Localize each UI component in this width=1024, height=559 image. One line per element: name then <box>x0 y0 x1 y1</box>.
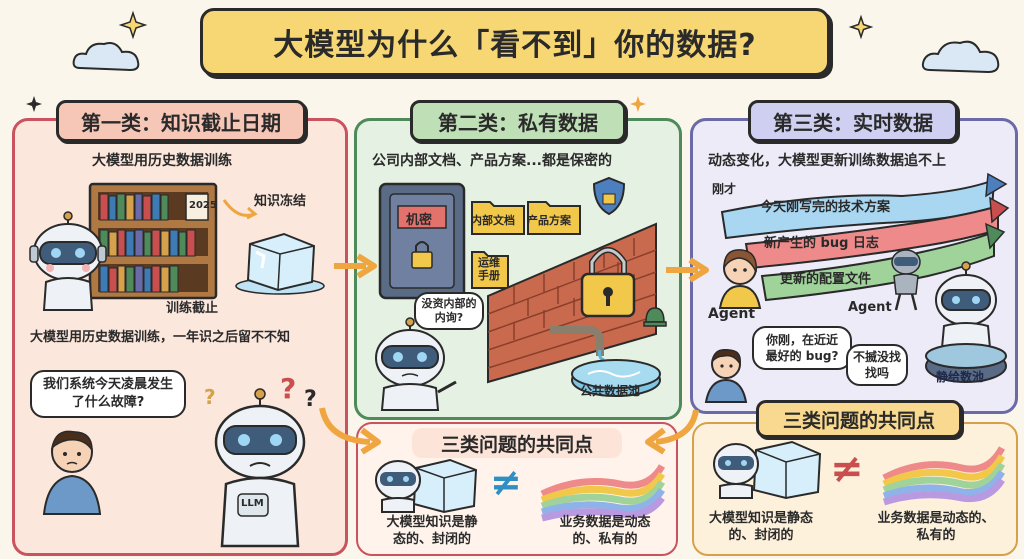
rainbow-stream-icon <box>882 446 1006 506</box>
panel2-tag: 第二类：私有数据 <box>410 100 626 142</box>
folder-label-ops: 运维手册 <box>478 256 500 282</box>
padlock-icon <box>580 247 636 318</box>
data-pool-icon <box>571 359 661 397</box>
year-label: 2025 <box>189 200 217 211</box>
user-avatar-icon <box>42 430 102 515</box>
not-equal-sign: ≠ <box>490 460 522 504</box>
folder-icon <box>471 201 525 235</box>
svg-text:?: ? <box>280 372 296 405</box>
cloud-icon <box>921 40 1000 74</box>
sparkle-icon <box>630 96 646 112</box>
agent-label-left: Agent <box>708 306 756 322</box>
robot-question-bubble: 没资内部的内询? <box>414 292 484 330</box>
common-right-static-caption: 大模型知识是静态的、封闭的 <box>708 511 813 543</box>
ice-cube-icon <box>235 232 325 295</box>
folder-label-internal: 内部文档 <box>471 214 515 227</box>
svg-text:?: ? <box>204 385 216 409</box>
stream-label-config: 更新的配置文件 <box>780 272 872 287</box>
safe-label: 机密 <box>406 213 433 228</box>
folder-icon <box>471 251 509 289</box>
arrow-right-icon <box>666 257 709 283</box>
stream-label-bug-log: 新产生的 bug 日志 <box>764 236 879 251</box>
shield-icon <box>592 176 626 216</box>
panel1-subtitle: 大模型用历史数据训练 <box>92 153 232 169</box>
bookshelf-icon <box>88 182 218 300</box>
folder-label-product: 产品方案 <box>527 214 571 227</box>
robot-icon <box>29 211 107 311</box>
common-left-dynamic-caption: 业务数据是动态的、私有的 <box>559 515 651 547</box>
safe-icon <box>378 182 466 300</box>
star-icon <box>118 10 148 40</box>
common-right-dynamic-caption: 业务数据是动态的、私有的 <box>877 511 995 543</box>
curved-arrow-icon <box>319 407 381 455</box>
panel1-caption: 大模型用历史数据训练，一年识之后留不不知 <box>30 330 291 345</box>
agent-label-right: Agent <box>848 300 892 315</box>
panel2-subtitle: 公司内部文档、产品方案...都是保密的 <box>372 153 612 169</box>
confused-robot-icon: ? ? ? <box>204 372 317 548</box>
common-right-tag: 三类问题的共同点 <box>756 400 962 438</box>
stream-label-tech-plan: 今天刚写完的技术方案 <box>760 200 891 215</box>
robot-icon <box>891 249 921 311</box>
page-title: 大模型为什么「看不到」你的数据? <box>273 28 757 63</box>
static-pool-label: 静给数池 <box>936 370 985 384</box>
user-question-bubble: 我们系统今天凌晨发生了什么故障? <box>30 370 186 418</box>
panel3-tag: 第三类：实时数据 <box>748 100 958 142</box>
panel1-tag: 第一类：知识截止日期 <box>56 100 306 142</box>
star-icon <box>848 14 874 40</box>
user-avatar-icon <box>704 349 748 403</box>
curved-arrow-icon <box>645 409 699 455</box>
user-avatar-icon <box>718 249 762 309</box>
robot-ice-icon <box>713 440 822 500</box>
agent-question-bubble: 你刚，在近近最好的 bug? <box>752 326 852 370</box>
robot-badge: LLM <box>241 498 264 509</box>
common-left-tag: 三类问题的共同点 <box>412 428 622 458</box>
common-left-static-caption: 大模型知识是静态的、封闭的 <box>386 515 478 547</box>
curved-arrow-icon <box>222 199 258 220</box>
sparkle-icon <box>26 96 42 112</box>
not-equal-sign: ≠ <box>830 446 864 492</box>
agent-reply-bubble: 不揻没找找吗 <box>846 344 908 386</box>
data-streams-icon <box>720 172 1010 302</box>
cloud-icon <box>72 42 140 72</box>
robot-icon <box>375 317 457 411</box>
arrow-right-icon <box>334 253 377 279</box>
folder-icon <box>527 201 581 235</box>
robot-ice-icon <box>375 458 478 514</box>
bell-icon <box>643 307 667 327</box>
freeze-label: 知识冻结 <box>254 194 307 209</box>
panel3-subtitle: 动态变化，大模型更新训练数据追不上 <box>708 153 946 169</box>
robot-in-pool-icon <box>925 261 1007 383</box>
rainbow-stream-icon <box>540 464 666 522</box>
cutoff-label: 训练截止 <box>166 301 219 316</box>
public-pool-label: 公共数据池 <box>580 384 641 398</box>
svg-text:?: ? <box>304 387 317 412</box>
just-now-label: 刚才 <box>712 182 737 196</box>
title-banner: 大模型为什么「看不到」你的数据? <box>200 8 830 76</box>
